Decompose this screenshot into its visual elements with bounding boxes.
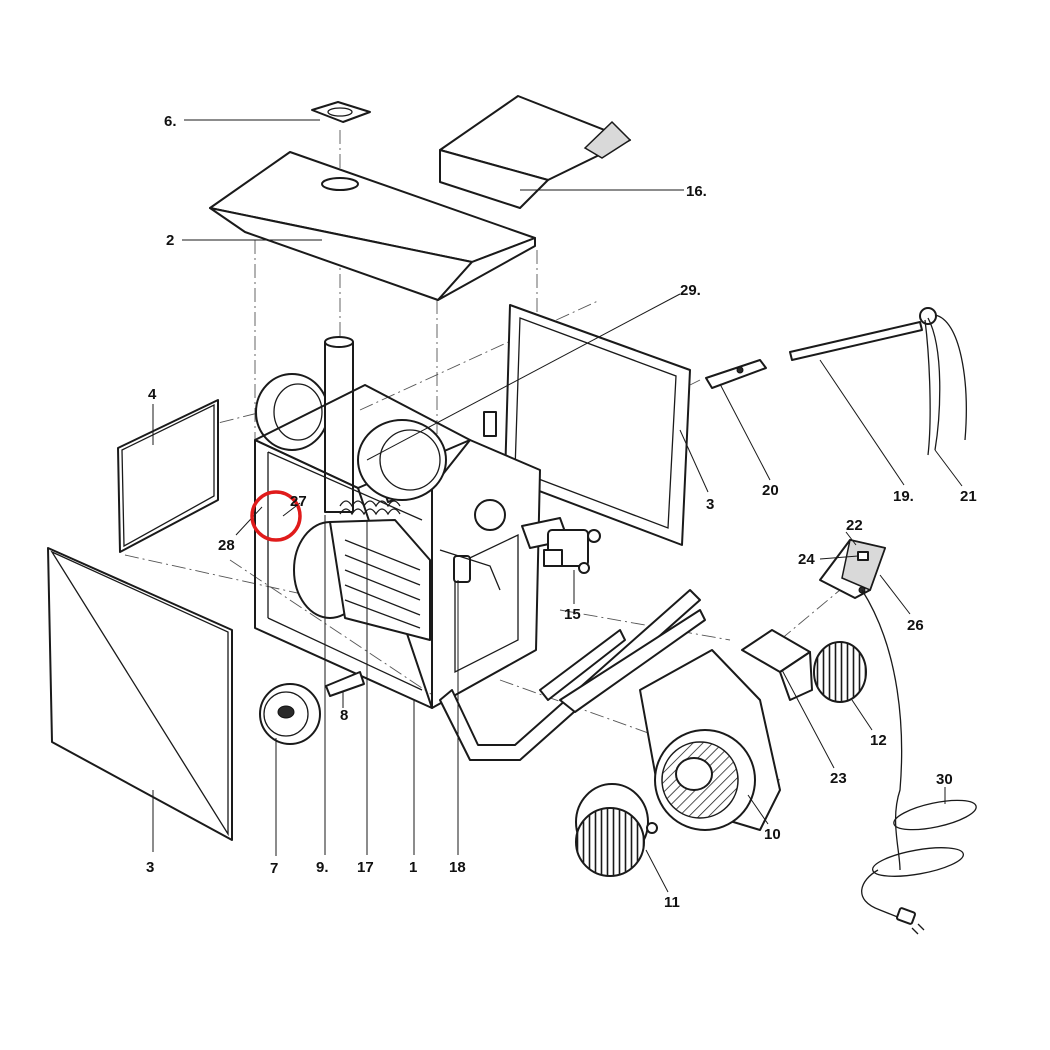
label-part-6: 6. [164, 113, 177, 130]
part-3-left-panel [47, 547, 233, 841]
highlight-circle [250, 490, 302, 542]
part-4-small-panel [117, 399, 219, 553]
label-part-11: 11 [664, 894, 680, 911]
label-part-17: 17 [357, 859, 374, 876]
label-part-22: 22 [846, 517, 863, 534]
label-part-3-left: 3 [146, 859, 154, 876]
part-12-grille [813, 641, 867, 703]
part-17-coil [339, 500, 401, 516]
part-9-chimney-tube [324, 336, 354, 513]
label-part-20: 20 [762, 482, 779, 499]
part-2-top-cover [209, 151, 536, 301]
fuel-tube [439, 589, 706, 761]
part-15-gas-valve [521, 517, 601, 574]
part-6-gasket [311, 101, 371, 123]
part-30-power-cord [861, 589, 977, 935]
label-part-16: 16. [686, 183, 707, 200]
label-part-19: 19. [893, 488, 914, 505]
label-part-7: 7 [270, 860, 278, 877]
label-part-23: 23 [830, 770, 847, 787]
part-19-20-21-probe [705, 307, 967, 456]
label-part-27: 27 [290, 493, 307, 510]
label-part-12: 12 [870, 732, 887, 749]
label-part-24: 24 [798, 551, 815, 568]
label-part-4: 4 [148, 386, 157, 403]
label-part-1: 1 [409, 859, 417, 876]
part-3-right-panel [504, 304, 691, 546]
label-part-8: 8 [340, 707, 348, 724]
label-part-3-right: 3 [706, 496, 714, 513]
part-1-main-frame [254, 384, 541, 709]
part-10-blower [639, 649, 781, 831]
label-part-15: 15 [564, 606, 581, 623]
rear-burner-ring [255, 373, 329, 451]
part-23-bracket [741, 629, 813, 701]
leader-lines [152, 119, 963, 893]
label-part-2: 2 [166, 232, 174, 249]
label-part-30: 30 [936, 771, 953, 788]
burner-motor [293, 519, 431, 641]
part-22-control-box [819, 539, 886, 599]
label-part-28: 28 [218, 537, 235, 554]
part-16-hood [439, 95, 632, 209]
label-part-10: 10 [764, 826, 781, 843]
label-part-29: 29. [680, 282, 701, 299]
label-part-26: 26 [907, 617, 924, 634]
label-part-18: 18 [449, 859, 466, 876]
heat-exchanger-drum [357, 419, 447, 501]
part-7-wheel [259, 683, 321, 745]
part-labels: 6. 2 16. 29. 4 27 28 3 20 19. 21 22 24 1… [146, 113, 977, 911]
label-part-9: 9. [316, 859, 329, 876]
part-11-grille [575, 783, 658, 877]
part-8-rod [325, 671, 365, 697]
part-18-nozzle [439, 549, 501, 591]
label-part-21: 21 [960, 488, 977, 505]
